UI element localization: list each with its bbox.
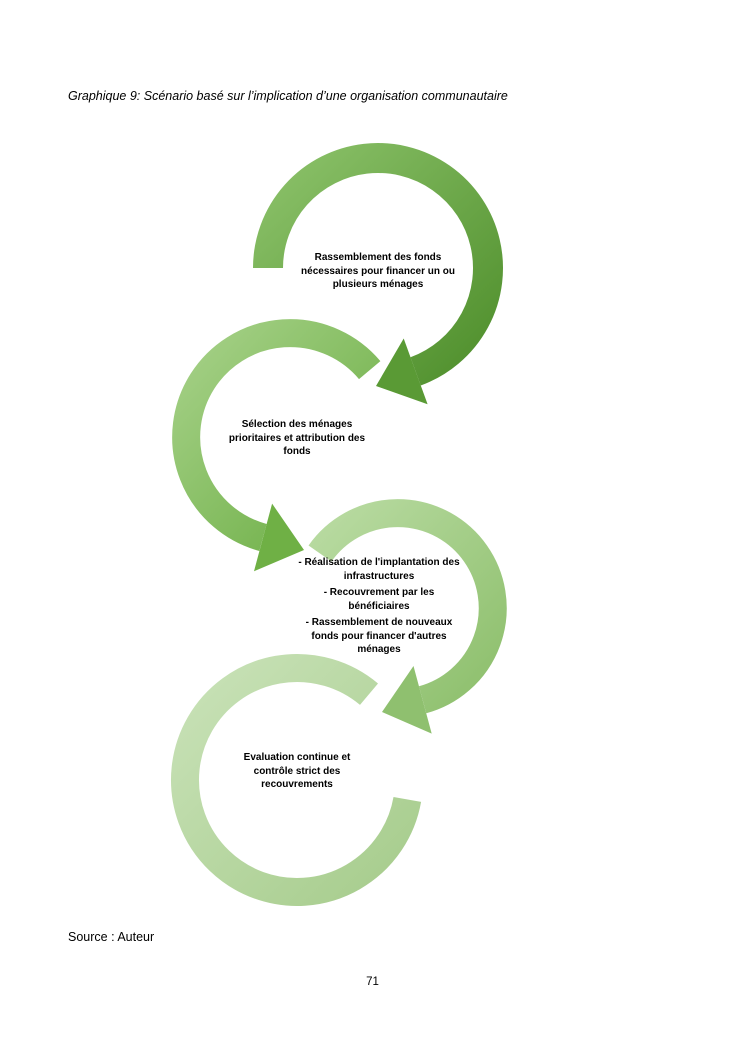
step-3-line-3: - Rassemblement de nouveaux fonds pour f… — [305, 617, 453, 655]
step-1-text: Rassemblement des fonds nécessaires pour… — [301, 252, 455, 290]
figure-caption: Graphique 9: Scénario basé sur l’implica… — [68, 89, 508, 103]
page-number: 71 — [366, 976, 379, 988]
step-3-label: - Réalisation de l'implantation des infr… — [296, 556, 462, 660]
cycle-arrow-2 — [172, 319, 381, 572]
step-4-label: Evaluation continue et contrôle strict d… — [232, 751, 362, 795]
step-4-text: Evaluation continue et contrôle strict d… — [243, 752, 351, 790]
step-3-line-1: - Réalisation de l'implantation des infr… — [298, 557, 460, 582]
step-2-text: Sélection des ménages prioritaires et at… — [228, 419, 366, 457]
step-2-label: Sélection des ménages prioritaires et at… — [217, 418, 377, 462]
step-1-label: Rassemblement des fonds nécessaires pour… — [300, 251, 456, 295]
cycle-arrow-1 — [253, 143, 503, 405]
source-note: Source : Auteur — [68, 930, 155, 944]
cycle-arrow-3 — [308, 499, 507, 734]
step-3-line-2: - Recouvrement par les bénéficiaires — [323, 587, 435, 612]
cycle-arc-4 — [171, 653, 422, 906]
